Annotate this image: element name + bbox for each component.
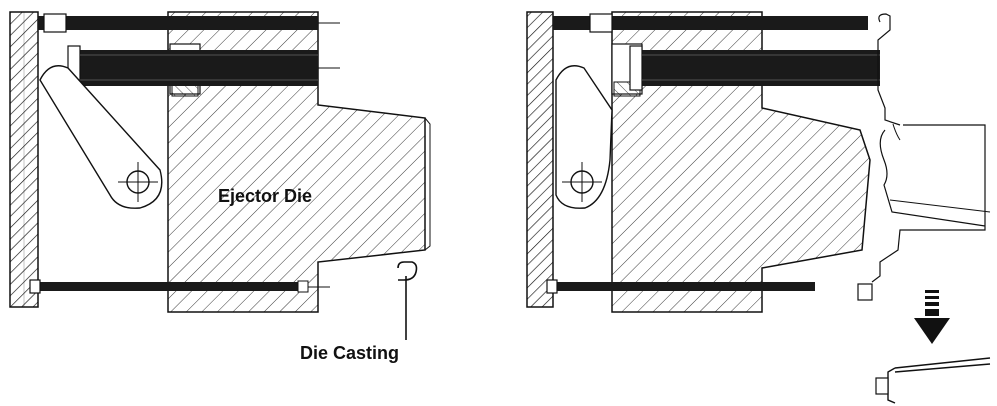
- ejector-pin-bottom-right: [553, 282, 815, 291]
- ejector-die-label: Ejector Die: [218, 186, 313, 206]
- ejector-pin-top-right: [553, 16, 868, 30]
- right-view: [526, 11, 991, 404]
- left-view: [9, 11, 431, 340]
- ejector-plate-left: [9, 11, 39, 308]
- ejector-pin-middle-left: [78, 50, 318, 86]
- ejector-plate-right: [526, 11, 554, 308]
- die-casting-part-left: [397, 261, 418, 281]
- ejected-casting-right: [871, 13, 986, 283]
- falling-casting: [887, 357, 991, 404]
- down-arrow-icon: [914, 290, 950, 344]
- ejector-pin-bottom-left: [36, 282, 306, 291]
- ejector-pin-middle-right: [640, 50, 880, 86]
- pivot-link-left: [39, 65, 163, 209]
- ejector-pin-top-left: [38, 16, 318, 30]
- pivot-link-right: [555, 65, 613, 209]
- die-casting-label: Die Casting: [300, 343, 400, 363]
